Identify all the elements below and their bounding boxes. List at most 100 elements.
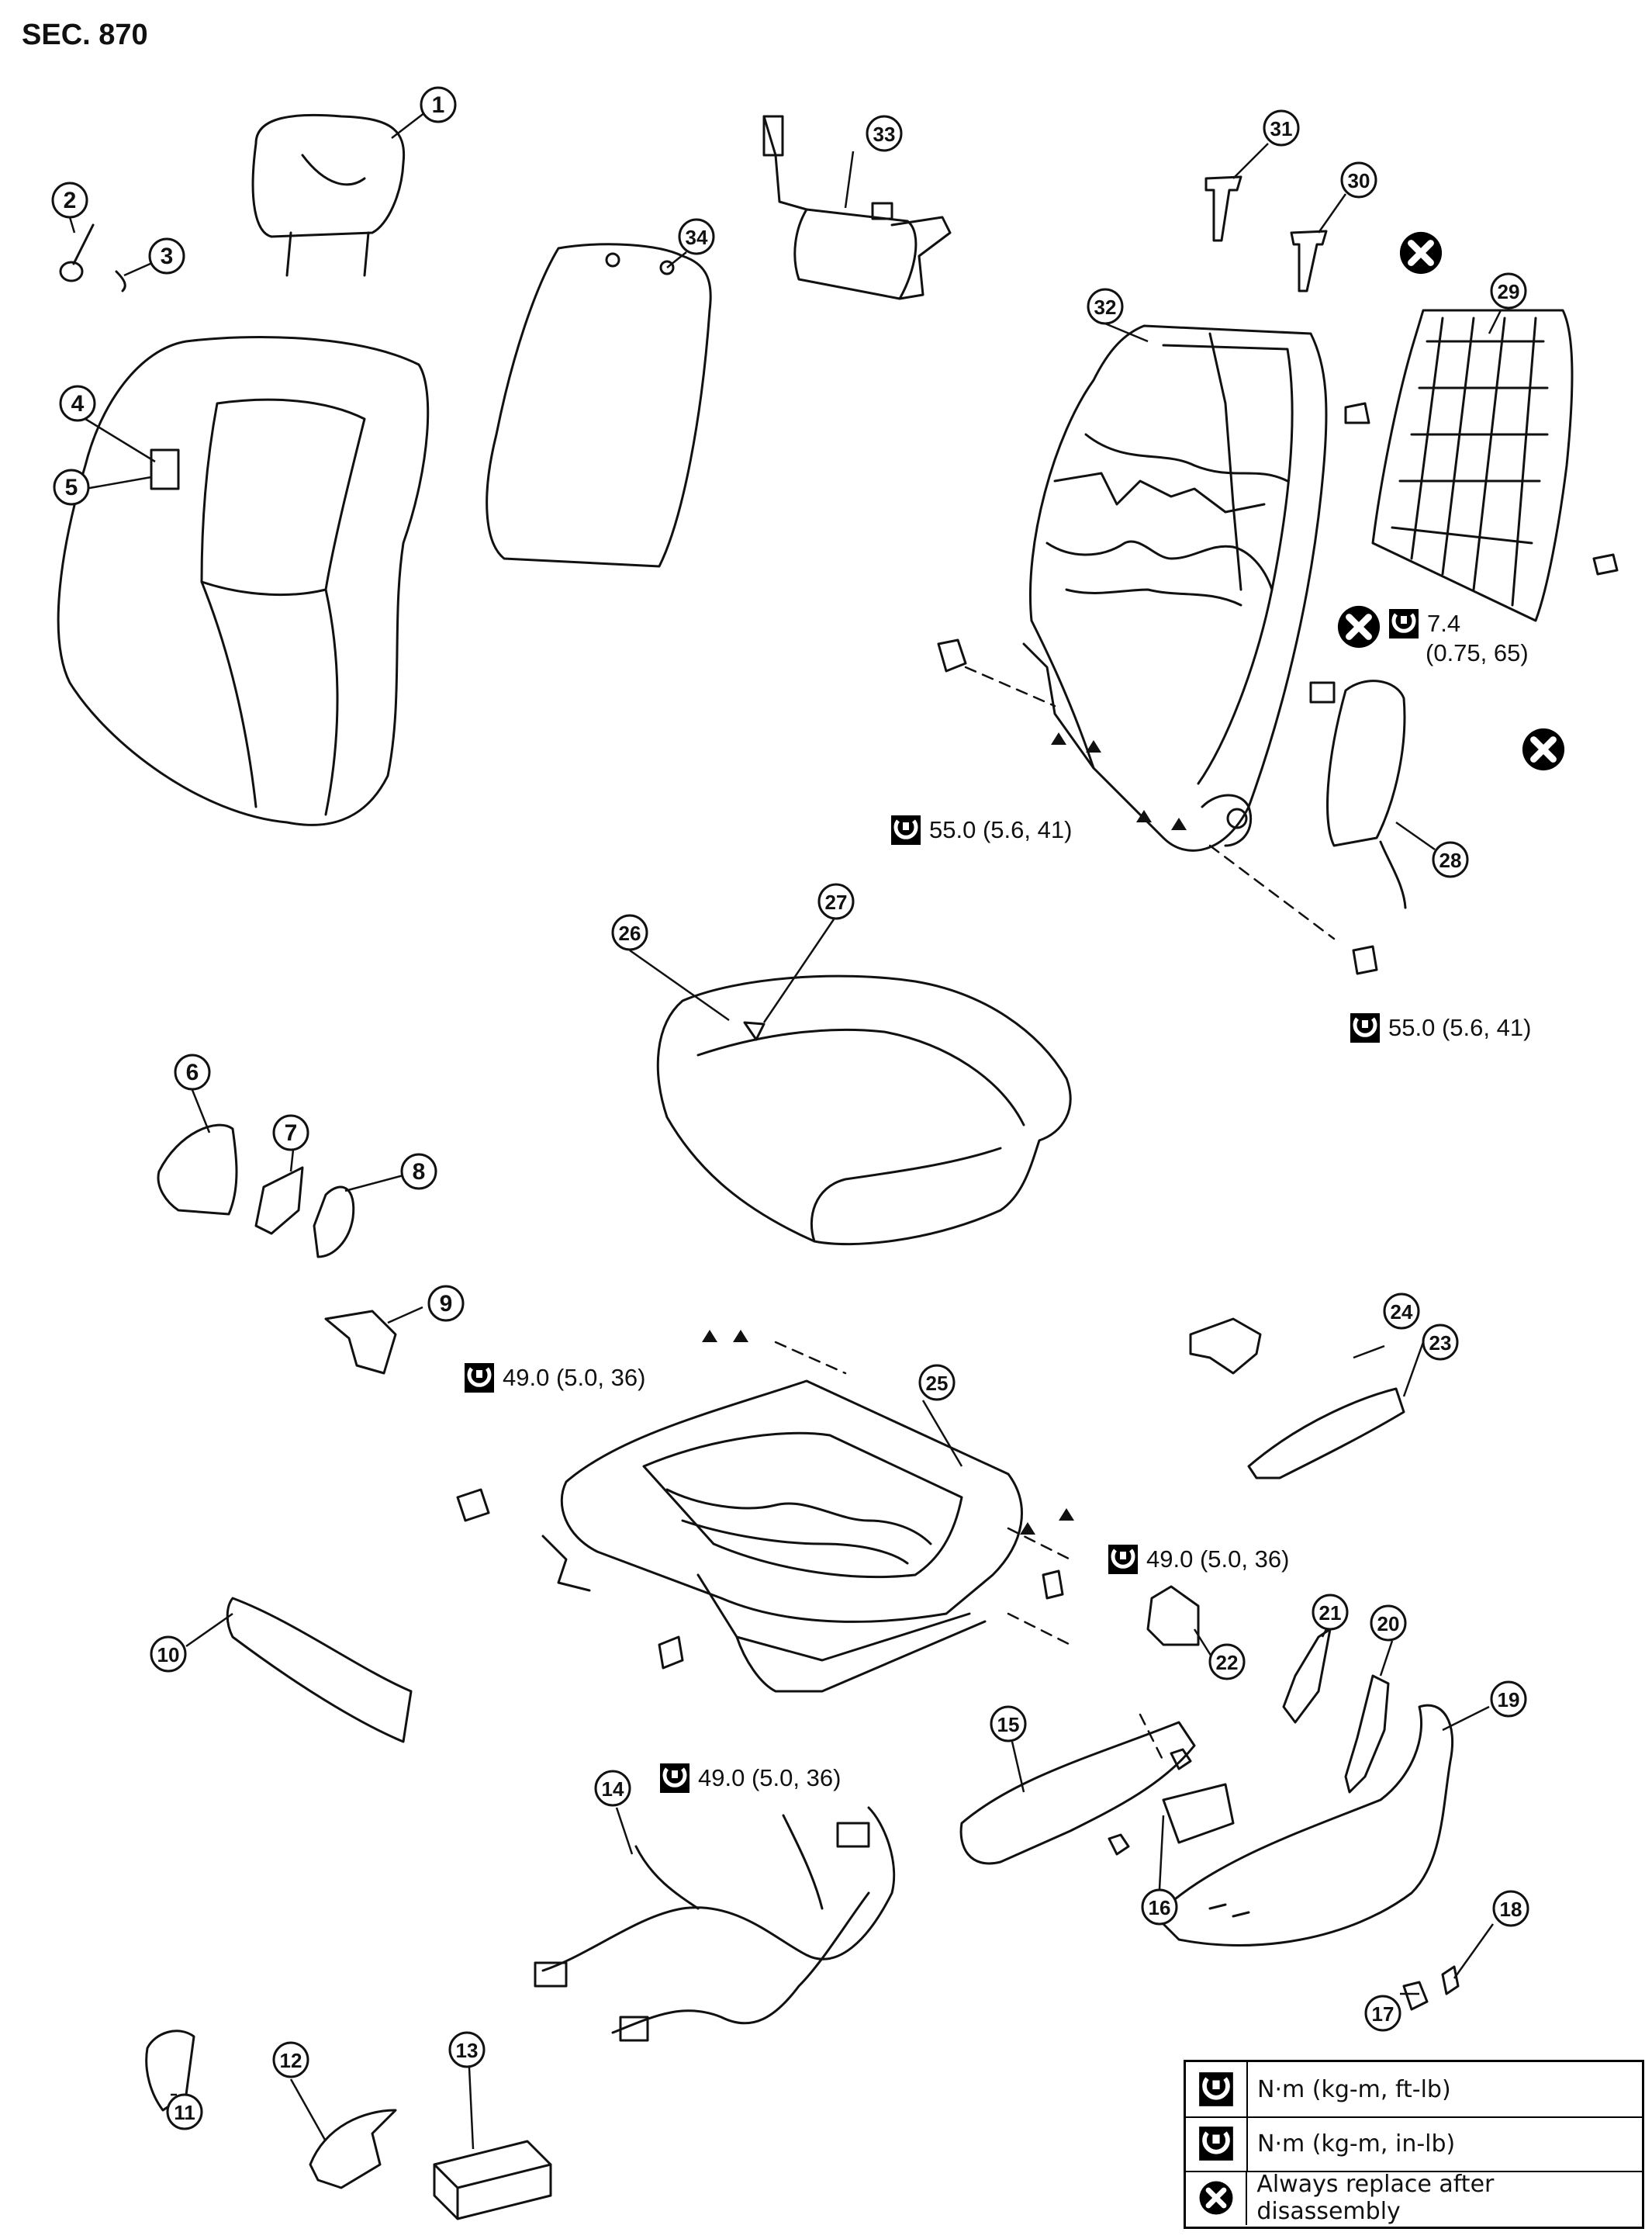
callout-number: 5 bbox=[65, 475, 78, 500]
callout-number: 15 bbox=[997, 1713, 1020, 1736]
callout-number: 27 bbox=[825, 891, 848, 914]
callout-number: 12 bbox=[280, 2049, 302, 2072]
seat-harness bbox=[534, 1806, 896, 2042]
seatback-trim bbox=[57, 335, 430, 826]
callout-number: 18 bbox=[1500, 1898, 1522, 1921]
replace-x-icon bbox=[1198, 2180, 1234, 2216]
callout-34: 34 bbox=[678, 218, 715, 255]
callout-number: 32 bbox=[1094, 296, 1117, 319]
callout-number: 34 bbox=[686, 226, 708, 249]
torque-value: 49.0 (5.0, 36) bbox=[503, 1364, 646, 1391]
callout-number: 10 bbox=[157, 1643, 180, 1666]
torque-value: 55.0 (5.6, 41) bbox=[1388, 1014, 1532, 1041]
callout-number: 9 bbox=[440, 1291, 453, 1317]
callout-15: 15 bbox=[990, 1705, 1027, 1742]
callout-33: 33 bbox=[866, 115, 903, 152]
callout-number: 8 bbox=[413, 1159, 426, 1185]
callout-31: 31 bbox=[1263, 109, 1300, 147]
callout-29: 29 bbox=[1490, 272, 1527, 310]
torque-spec: 49.0 (5.0, 36) bbox=[464, 1362, 645, 1393]
callout-5: 5 bbox=[53, 469, 90, 506]
callout-number: 21 bbox=[1319, 1601, 1342, 1625]
rail-finisher bbox=[1247, 1387, 1405, 1479]
bolts bbox=[456, 638, 1378, 1670]
callout-3: 3 bbox=[148, 237, 185, 275]
callout-28: 28 bbox=[1432, 841, 1469, 878]
replace-x-icon bbox=[1338, 606, 1380, 648]
cushion-inner-finisher bbox=[959, 1721, 1196, 1865]
legend-row: N·m (kg-m, ft-lb) bbox=[1186, 2062, 1642, 2118]
callout-23: 23 bbox=[1422, 1324, 1459, 1361]
callout-number: 20 bbox=[1377, 1612, 1400, 1635]
seat-cushion bbox=[656, 974, 1072, 1246]
callout-18: 18 bbox=[1492, 1890, 1529, 1927]
callout-1: 1 bbox=[420, 86, 457, 123]
torque-ftlb-icon bbox=[1108, 1544, 1139, 1575]
side-support-pad bbox=[1309, 680, 1407, 909]
callout-number: 14 bbox=[602, 1777, 624, 1801]
callout-16: 16 bbox=[1141, 1888, 1178, 1926]
power-seat-switch bbox=[1108, 1748, 1235, 1856]
seatback-board bbox=[1344, 309, 1619, 622]
alignment-marks bbox=[702, 732, 1187, 1535]
callout-21: 21 bbox=[1312, 1594, 1349, 1631]
replace-x-icon bbox=[1522, 728, 1564, 770]
callout-number: 33 bbox=[873, 123, 896, 146]
seat-control-unit bbox=[433, 2140, 552, 2220]
callout-number: 17 bbox=[1372, 2002, 1395, 2026]
cushion-side-trims bbox=[157, 1123, 355, 1258]
callout-7: 7 bbox=[272, 1114, 309, 1151]
torque-ftlb-icon bbox=[1198, 2071, 1234, 2107]
callout-number: 26 bbox=[619, 922, 641, 945]
callout-14: 14 bbox=[594, 1770, 631, 1807]
side-airbag-module bbox=[762, 115, 952, 300]
replace-x-icon bbox=[1400, 232, 1442, 274]
torque-spec: 49.0 (5.0, 36) bbox=[659, 1763, 841, 1794]
torque-value: 49.0 (5.0, 36) bbox=[698, 1764, 842, 1791]
headrest bbox=[251, 113, 406, 277]
callout-number: 22 bbox=[1216, 1651, 1239, 1674]
callout-number: 4 bbox=[71, 391, 85, 417]
torque-spec: 49.0 (5.0, 36) bbox=[1108, 1544, 1289, 1575]
torque-value: 49.0 (5.0, 36) bbox=[1146, 1545, 1290, 1573]
legend-table: N·m (kg-m, ft-lb) N·m (kg-m, in-lb) Alwa… bbox=[1184, 2060, 1644, 2229]
legend-row: Always replace after disassembly bbox=[1186, 2171, 1642, 2225]
callout-27: 27 bbox=[817, 883, 855, 920]
callout-8: 8 bbox=[400, 1153, 437, 1190]
callout-number: 28 bbox=[1439, 849, 1462, 872]
callout-25: 25 bbox=[918, 1364, 956, 1401]
legend-text: Always replace after disassembly bbox=[1256, 2171, 1495, 2225]
callout-10: 10 bbox=[150, 1635, 187, 1673]
callout-number: 13 bbox=[456, 2039, 479, 2062]
callout-number: 23 bbox=[1429, 1331, 1452, 1355]
legend-text: N·m (kg-m, ft-lb) bbox=[1257, 2075, 1451, 2103]
outer-finisher bbox=[1154, 1704, 1454, 1947]
torque-ftlb-icon bbox=[464, 1362, 495, 1393]
torque-spec: 55.0 (5.6, 41) bbox=[1350, 1012, 1531, 1043]
callout-number: 2 bbox=[64, 188, 77, 213]
switch-knobs bbox=[1402, 1965, 1460, 2011]
callout-19: 19 bbox=[1490, 1680, 1527, 1718]
callout-9: 9 bbox=[427, 1285, 465, 1322]
callout-17: 17 bbox=[1364, 1995, 1401, 2032]
callout-number: 11 bbox=[174, 2101, 195, 2124]
callout-number: 29 bbox=[1498, 280, 1520, 303]
callout-number: 16 bbox=[1149, 1896, 1171, 1919]
callout-32: 32 bbox=[1087, 288, 1124, 325]
callout-number: 1 bbox=[432, 92, 445, 118]
seatback-pad bbox=[486, 243, 712, 568]
rail-end-cover bbox=[309, 2109, 397, 2189]
headrest-guide bbox=[59, 223, 126, 292]
torque-spec: 55.0 (5.6, 41) bbox=[890, 815, 1072, 846]
seatback-frame bbox=[1022, 324, 1328, 852]
callout-13: 13 bbox=[448, 2031, 486, 2068]
torque-spec: 7.4 bbox=[1388, 608, 1460, 639]
torque-value: 7.4 bbox=[1427, 610, 1461, 637]
torque-value: 55.0 (5.6, 41) bbox=[929, 816, 1073, 843]
torque-ftlb-icon bbox=[659, 1763, 690, 1794]
torque-spec-sub: (0.75, 65) bbox=[1426, 639, 1529, 667]
callout-4: 4 bbox=[59, 385, 96, 422]
callout-number: 25 bbox=[926, 1372, 949, 1395]
